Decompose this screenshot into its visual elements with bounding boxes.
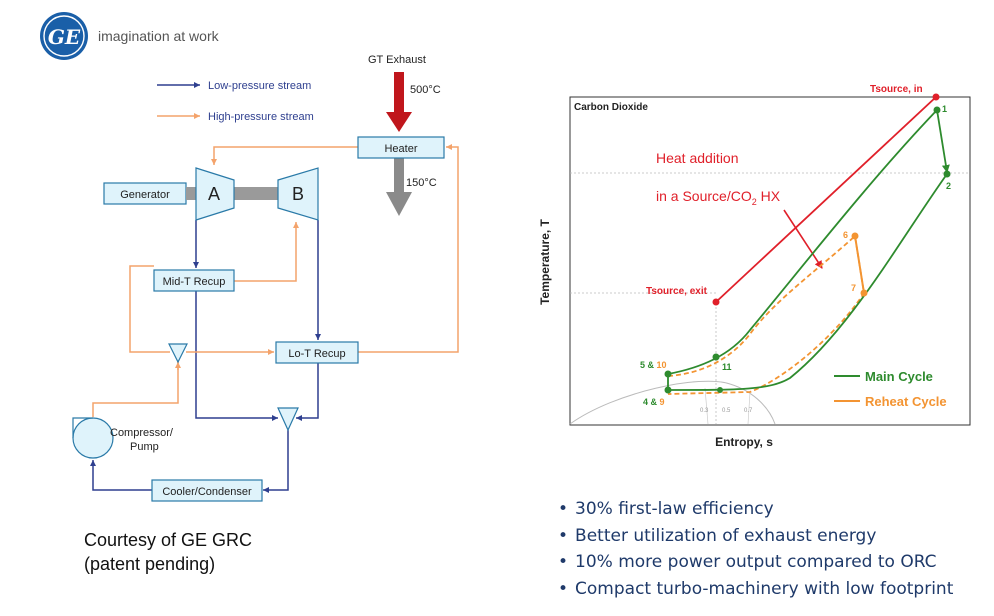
ts-x-axis-label: Entropy, s — [715, 435, 773, 449]
lo-t-recuperator-label: Lo-T Recup — [288, 348, 345, 360]
exhaust-inlet-arrow — [386, 72, 412, 132]
heat-addition-arrow — [783, 209, 823, 269]
state-label-4: 4 & — [643, 397, 660, 407]
benefit-compact-machinery: Compact turbo-machinery with low footpri… — [558, 576, 953, 603]
heat-addition-prefix: in a Source/CO — [656, 188, 752, 204]
exhaust-inlet-temp: 500°C — [410, 84, 441, 96]
ts-plot-frame — [569, 96, 971, 426]
ts-fluid-label: Carbon Dioxide — [574, 102, 648, 113]
reheat-6-7 — [854, 235, 865, 294]
turbine-a-label: A — [208, 184, 220, 204]
tsource-exit-point — [712, 298, 720, 306]
turbine-b-label: B — [292, 184, 304, 204]
cooler-condenser-label: Cooler/Condenser — [162, 486, 252, 498]
benefit-efficiency: 30% first-law efficiency — [558, 496, 953, 523]
dome-tick-3: 0.7 — [744, 408, 753, 414]
heat-addition-subscript: 2 — [752, 197, 757, 207]
turbine-a: A — [195, 167, 235, 221]
state-point-1 — [933, 106, 941, 114]
main-cycle-expansion — [936, 109, 950, 173]
state-label-9: 9 — [660, 397, 665, 407]
heat-addition-line1: Heat addition — [656, 150, 739, 166]
courtesy-note: Courtesy of GE GRC (patent pending) — [84, 530, 253, 574]
state-label-10: 10 — [657, 360, 667, 370]
heat-source-line — [715, 96, 937, 303]
logo-tagline: imagination at work — [98, 28, 220, 44]
tsource-in-label: Tsource, in — [870, 84, 923, 95]
cycle-flow-lines — [90, 144, 459, 493]
state-label-4-9: 4 & 9 — [643, 397, 665, 407]
mid-t-recuperator: Mid-T Recup — [153, 269, 235, 292]
tsource-in-point — [932, 93, 940, 101]
mid-t-recuperator-label: Mid-T Recup — [163, 276, 226, 288]
turbine-b: B — [277, 167, 319, 221]
tsource-exit-label: Tsource, exit — [646, 286, 708, 297]
compressor-label-line1: Compressor/ — [110, 427, 174, 439]
gt-exhaust-label: GT Exhaust — [368, 54, 426, 66]
ts-y-axis-label: Temperature, T — [538, 218, 552, 304]
state-label-5-10: 5 & 10 — [640, 360, 667, 370]
state-point-2 — [943, 170, 951, 178]
compressor-pump — [72, 417, 114, 459]
generator-label: Generator — [120, 189, 170, 201]
main-cycle-cooling — [667, 173, 948, 391]
benefits-list: 30% first-law efficiency Better utilizat… — [558, 496, 953, 602]
state-point-7 — [860, 289, 868, 297]
svg-text:GE: GE — [48, 25, 81, 49]
main-cycle-heating — [667, 109, 938, 375]
state-label-5: 5 & — [640, 360, 657, 370]
heat-addition-suffix: HX — [757, 188, 781, 204]
ge-logo: GE — [40, 12, 88, 60]
state-label-11: 11 — [722, 362, 732, 372]
ts-diagram: 0.3 0.5 0.7 Carbon Dioxide Temperature, … — [538, 84, 971, 449]
state-point-11 — [712, 353, 720, 361]
state-label-1: 1 — [942, 104, 947, 114]
state-label-2: 2 — [946, 181, 951, 191]
exhaust-outlet-temp: 150°C — [406, 177, 437, 189]
dome-tick-2: 0.5 — [722, 408, 731, 414]
reheat-cycle-path — [667, 234, 865, 395]
flow-mixer-valve — [277, 407, 299, 432]
heater-label: Heater — [384, 143, 417, 155]
legend-reheat-cycle: Reheat Cycle — [865, 394, 947, 409]
legend-main-cycle: Main Cycle — [865, 369, 933, 384]
exhaust-outlet-arrow — [386, 158, 412, 216]
lo-t-recuperator: Lo-T Recup — [275, 341, 359, 364]
saturation-dome — [569, 380, 776, 425]
compressor-label-line2: Pump — [130, 441, 159, 453]
cooler-condenser: Cooler/Condenser — [151, 479, 263, 502]
generator-box: Generator — [103, 182, 187, 205]
legend-high-pressure: High-pressure stream — [208, 111, 314, 123]
heater-box: Heater — [357, 136, 445, 159]
dome-tick-1: 0.3 — [700, 408, 709, 414]
legend-low-pressure: Low-pressure stream — [208, 80, 311, 92]
state-label-6: 6 — [843, 230, 848, 240]
benefit-exhaust-utilization: Better utilization of exhaust energy — [558, 523, 953, 550]
benefit-power-output: 10% more power output compared to ORC — [558, 549, 953, 576]
state-point-4 — [664, 386, 672, 394]
state-point-5 — [664, 370, 672, 378]
heat-addition-line2: in a Source/CO2 HX — [656, 188, 781, 207]
flow-splitter-valve — [168, 343, 188, 364]
state-label-7: 7 — [851, 283, 856, 293]
state-point-turbine-out — [717, 387, 723, 393]
state-point-6 — [851, 232, 859, 240]
